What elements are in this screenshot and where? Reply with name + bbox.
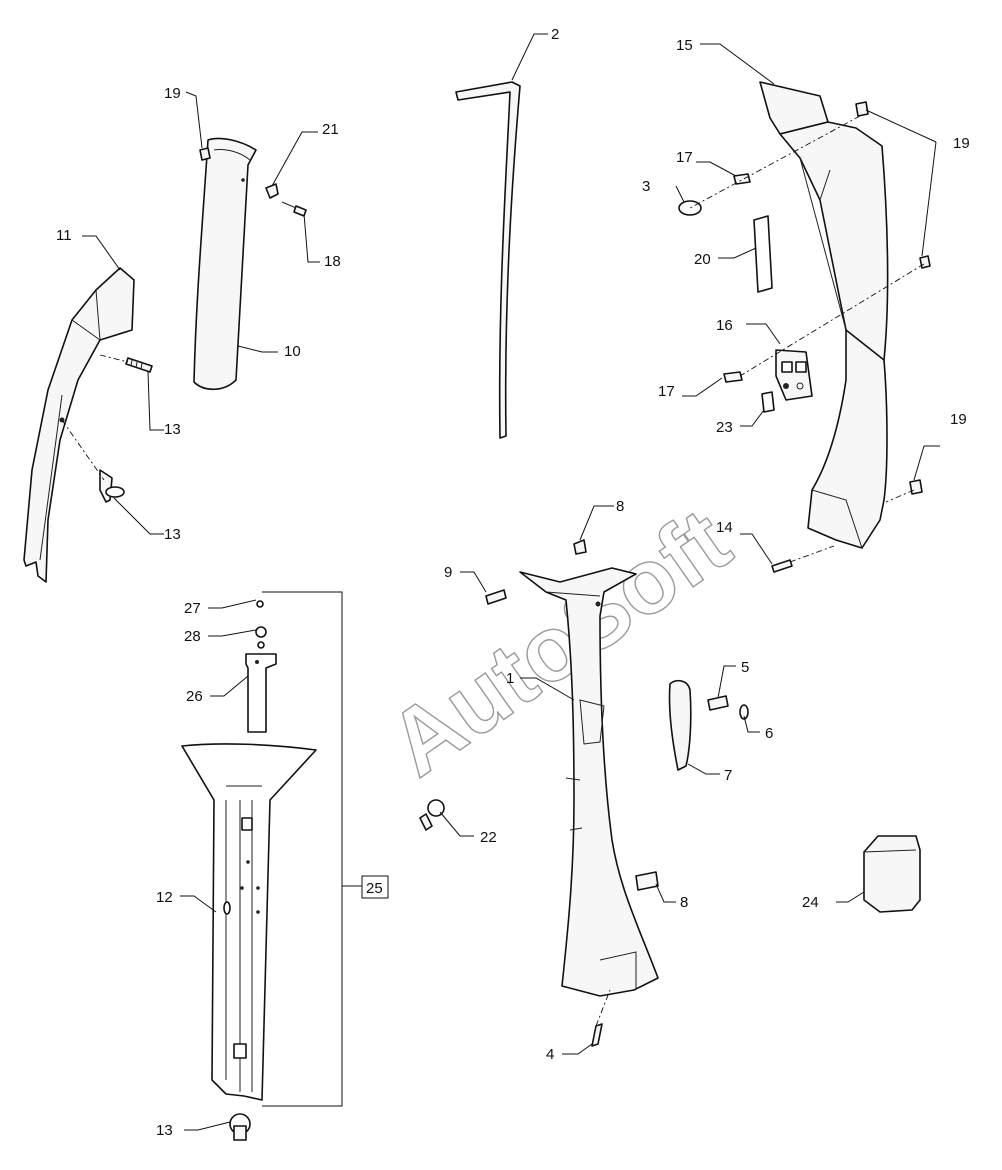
part-8-clip-b xyxy=(635,871,659,891)
callout-22: 22 xyxy=(480,829,497,846)
part-19-clip-c xyxy=(919,255,931,269)
part-9-screw xyxy=(485,589,507,605)
callout-13-middle: 13 xyxy=(164,526,181,543)
callout-13-upper: 13 xyxy=(164,421,181,438)
callout-26: 26 xyxy=(186,688,203,705)
part-24-block xyxy=(863,835,921,913)
kit-bracket xyxy=(262,591,343,1107)
part-28-cap xyxy=(255,626,267,638)
fix-line xyxy=(885,489,915,503)
callout-12: 12 xyxy=(156,889,173,906)
part-10-panel xyxy=(193,137,257,391)
callout-2: 2 xyxy=(551,26,559,43)
part-1-pillar xyxy=(519,567,659,997)
callout-labels: 2 15 19 17 3 20 16 17 23 19 14 8 9 1 5 6… xyxy=(56,26,970,1139)
callout-4: 4 xyxy=(546,1046,554,1063)
fix-line xyxy=(61,419,105,481)
part-5-bolt xyxy=(707,695,729,711)
part-27-rivet xyxy=(256,600,264,608)
part-21-clip xyxy=(265,183,279,199)
callout-23: 23 xyxy=(716,419,733,436)
leader-lines xyxy=(82,33,940,1131)
fix-line xyxy=(99,354,129,363)
callout-21: 21 xyxy=(322,121,339,138)
callout-19-top-right: 19 xyxy=(953,135,970,152)
part-14-screw xyxy=(771,559,793,573)
callout-25-box xyxy=(361,875,389,899)
fix-line xyxy=(595,989,611,1027)
part-15-upper-cover xyxy=(759,81,889,361)
callout-19-left: 19 xyxy=(164,85,181,102)
part-18-screw xyxy=(281,201,307,217)
part-23-plate xyxy=(761,391,775,413)
part-6-washer xyxy=(739,704,749,720)
callout-5: 5 xyxy=(741,659,749,676)
callout-7: 7 xyxy=(724,767,732,784)
callout-17-top: 17 xyxy=(676,149,693,166)
part-13-screw-a xyxy=(125,357,153,373)
watermark: AutoSoft xyxy=(371,490,748,796)
callout-25: 25 xyxy=(366,880,383,897)
part-8-clip-a xyxy=(573,539,587,555)
part-16-switch-panel xyxy=(775,349,813,401)
part-19-clip-d xyxy=(909,479,923,495)
part-12-y-pillar xyxy=(181,743,317,1101)
part-22-push-clip xyxy=(419,799,445,831)
callout-27: 27 xyxy=(184,600,201,617)
callout-19-right: 19 xyxy=(950,411,967,428)
callout-20: 20 xyxy=(694,251,711,268)
callout-15: 15 xyxy=(676,37,693,54)
part-19-clip-b xyxy=(855,101,869,117)
callout-1: 1 xyxy=(506,670,514,687)
callout-8-bottom: 8 xyxy=(680,894,688,911)
fix-line xyxy=(789,545,835,563)
part-20-label xyxy=(753,215,773,293)
fix-line xyxy=(739,263,925,377)
callout-13-bottom: 13 xyxy=(156,1122,173,1139)
part-11-trim xyxy=(23,267,135,583)
fix-line xyxy=(689,115,861,209)
callout-14: 14 xyxy=(716,519,733,536)
part-15-lower-cover xyxy=(807,329,888,549)
part-19-clip-a xyxy=(199,147,211,161)
callout-17-bottom: 17 xyxy=(658,383,675,400)
part-7-grab-handle xyxy=(668,679,692,771)
part-3-cap xyxy=(678,200,702,216)
part-28-pin xyxy=(257,641,265,649)
callout-3: 3 xyxy=(642,178,650,195)
callout-28: 28 xyxy=(184,628,201,645)
callout-6: 6 xyxy=(765,725,773,742)
callout-18: 18 xyxy=(324,253,341,270)
part-13-screw-b xyxy=(99,469,125,503)
callout-9: 9 xyxy=(444,564,452,581)
callout-8-top: 8 xyxy=(616,498,624,515)
callout-24: 24 xyxy=(802,894,819,911)
callout-10: 10 xyxy=(284,343,301,360)
part-17-screw-b xyxy=(723,371,743,383)
callout-16: 16 xyxy=(716,317,733,334)
callout-11: 11 xyxy=(56,227,72,244)
part-26-strip xyxy=(245,653,277,733)
part-4-screw xyxy=(591,1023,603,1047)
part-17-screw-a xyxy=(733,173,751,185)
part-2-seal-strip xyxy=(455,81,521,439)
part-13-push-rivet xyxy=(229,1113,251,1141)
